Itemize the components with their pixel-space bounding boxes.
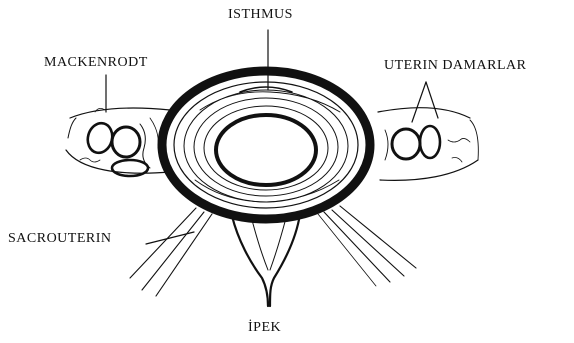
mackenrodt-label: MACKENRODT [44,55,148,71]
isthmus-body [162,71,370,219]
ipek-label: İPEK [248,320,281,336]
right-parametrium [378,108,478,181]
isthmus-label: ISTHMUS [228,7,293,23]
left-parametrium [66,108,170,176]
uterin-damarlar-label: UTERIN DAMARLAR [384,58,526,74]
sacrouterin-label: SACROUTERIN [8,231,112,247]
ipek-cord [232,214,300,306]
